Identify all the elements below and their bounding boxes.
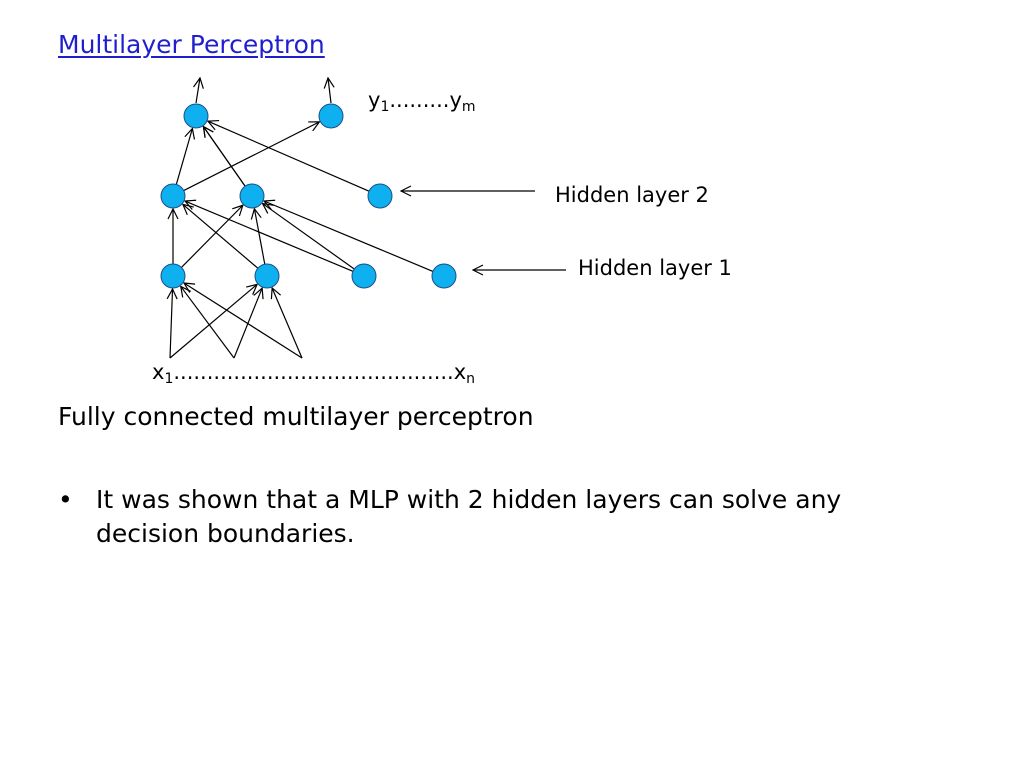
bullet-item: • It was shown that a MLP with 2 hidden … — [58, 483, 938, 551]
hidden-layer-1-neuron — [160, 263, 186, 289]
hidden-layer-2-neuron — [367, 183, 393, 209]
hidden-layer-1-neuron — [254, 263, 280, 289]
input-label: x1......................................… — [152, 360, 475, 387]
connection-arrow — [169, 284, 257, 359]
hidden-layer-2-neuron — [239, 183, 265, 209]
output-dots: ......... — [389, 88, 450, 112]
bullet-list: • It was shown that a MLP with 2 hidden … — [58, 483, 938, 551]
connection-arrow — [183, 122, 320, 192]
hidden-layer-2-neuron — [160, 183, 186, 209]
input-dots: ........................................… — [173, 360, 454, 384]
connection-arrow — [184, 283, 303, 359]
connection-arrow — [175, 128, 192, 185]
input-x-symbol: x — [152, 360, 165, 384]
connection-arrow — [203, 127, 246, 187]
output-y-symbol: y — [368, 88, 381, 112]
input-first-index: 1 — [164, 371, 174, 387]
connection-arrow — [181, 205, 242, 268]
connection-arrow — [263, 204, 355, 270]
input-x-symbol-last: x — [453, 360, 467, 384]
output-neuron — [318, 103, 344, 129]
hidden-layer-1-neuron — [431, 263, 457, 289]
output-last-index: m — [461, 99, 476, 115]
output-arrow — [328, 78, 331, 104]
output-arrow — [196, 78, 200, 104]
connection-arrow — [254, 209, 266, 265]
bullet-marker: • — [58, 485, 73, 514]
slide-title[interactable]: Multilayer Perceptron — [58, 30, 325, 59]
hidden-layer-1-label: Hidden layer 1 — [578, 256, 732, 280]
connection-arrow — [183, 204, 259, 269]
output-neuron — [183, 103, 209, 129]
diagram-caption: Fully connected multilayer perceptron — [58, 402, 534, 431]
output-y-symbol-last: y — [449, 88, 462, 112]
connection-arrow — [264, 201, 434, 272]
connection-arrow — [170, 289, 173, 359]
output-label: y1.........ym — [368, 88, 476, 115]
connection-arrow — [208, 121, 370, 192]
bullet-text: It was shown that a MLP with 2 hidden la… — [96, 485, 842, 548]
hidden-layer-2-label: Hidden layer 2 — [555, 183, 709, 207]
connection-arrow — [181, 286, 235, 359]
hidden-layer-1-neuron — [351, 263, 377, 289]
connection-arrow — [185, 201, 354, 272]
output-first-index: 1 — [380, 99, 390, 115]
input-last-index: n — [466, 371, 476, 387]
connection-arrow — [272, 288, 303, 359]
